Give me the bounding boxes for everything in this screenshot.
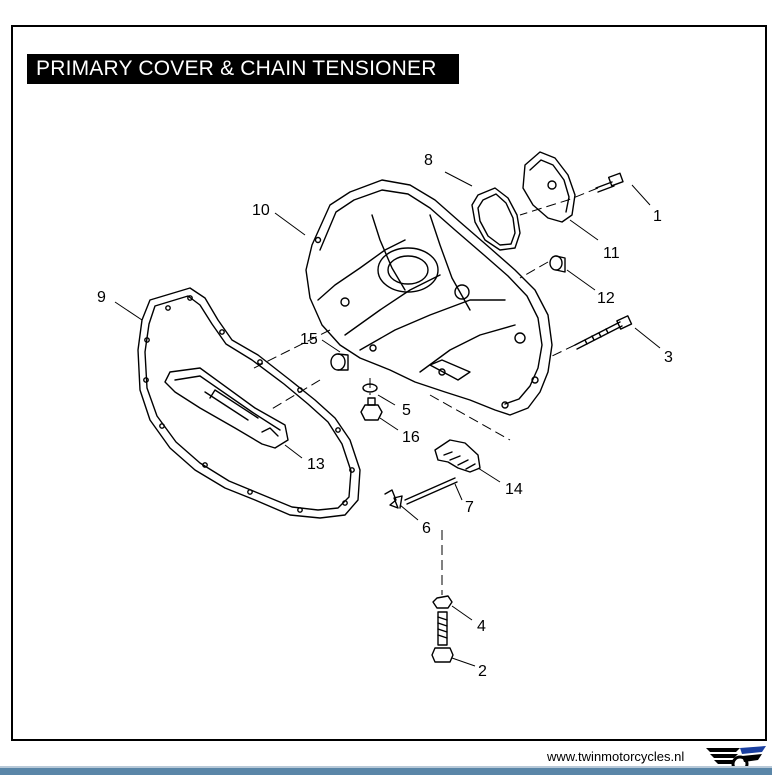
callout-6: 6	[422, 520, 431, 537]
callout-15: 15	[300, 331, 318, 348]
tensioner-spring	[384, 489, 403, 509]
primary-cover	[305, 179, 553, 416]
drain-plug	[360, 397, 383, 421]
exploded-parts-diagram: 1 2 3 4 5 6 7 8 9 10 11 12 13 14 15 16	[97, 151, 673, 680]
chain-tensioner-shoe	[434, 439, 481, 473]
cover-screw	[595, 172, 624, 193]
callout-9: 9	[97, 289, 106, 306]
footer-url[interactable]: www.twinmotorcycles.nl	[547, 749, 685, 764]
axis-line-12	[519, 261, 549, 279]
adjuster-nut	[432, 595, 453, 609]
callout-13: 13	[307, 456, 325, 473]
dowel-pin-small	[330, 353, 349, 371]
callout-12: 12	[597, 290, 615, 307]
inspection-cover	[522, 151, 576, 223]
adjuster-bolt	[431, 611, 454, 663]
tensioner-shoe	[164, 367, 289, 449]
axis-line-13	[269, 379, 321, 411]
callout-8: 8	[424, 152, 433, 169]
axis-line-15	[249, 329, 331, 371]
footer-divider	[0, 766, 772, 768]
tensioner-pin	[404, 477, 458, 505]
page-title: PRIMARY COVER & CHAIN TENSIONER	[27, 54, 459, 84]
callout-3: 3	[664, 349, 673, 366]
callout-7: 7	[465, 499, 474, 516]
callout-14: 14	[505, 481, 523, 498]
axis-line-1	[519, 187, 599, 216]
callout-2: 2	[478, 663, 487, 680]
derby-cover-gasket	[471, 187, 521, 251]
callout-1: 1	[653, 208, 662, 225]
callout-10: 10	[252, 202, 270, 219]
dowel-pin	[549, 255, 566, 273]
callout-4: 4	[477, 618, 486, 635]
callout-11: 11	[603, 245, 620, 262]
diagram-frame	[11, 25, 767, 741]
callout-16: 16	[402, 429, 420, 446]
primary-gasket	[137, 287, 361, 519]
footer-bar	[0, 768, 772, 775]
cover-screw-long	[574, 315, 633, 350]
axis-line-14	[429, 394, 511, 441]
axis-line-3	[547, 344, 576, 359]
callout-5: 5	[402, 402, 411, 419]
